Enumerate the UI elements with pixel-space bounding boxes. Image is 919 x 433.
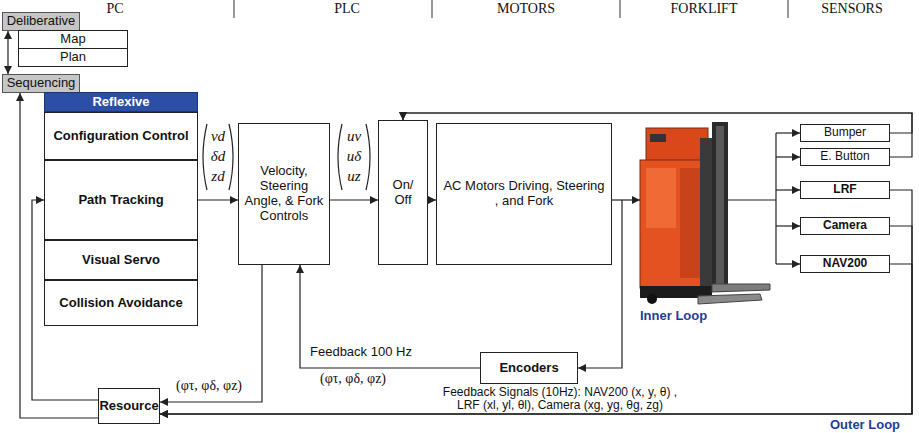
forklift-handle [650,134,666,142]
vector-bracket [203,124,207,190]
column-header: FORKLIFT [671,1,738,17]
behavior-box: Path Tracking [44,160,198,240]
node-text: Sequencing [7,76,76,91]
behavior-box: Visual Servo [44,240,198,280]
connector-arrow [300,265,480,368]
forklift-fork [712,284,770,292]
switch-box: On/ Off [378,120,428,265]
motor-box: AC Motors Driving, Steering , and Fork [436,123,612,265]
forklift-illustration [640,122,770,304]
sensor-arrow [776,156,800,157]
forklift-panel [646,168,676,228]
column-header: SENSORS [821,1,882,17]
sensor-box: Camera [800,217,890,235]
node-text: On/ Off [383,178,423,208]
forklift-cabinet [646,128,708,162]
forklift-fork [698,294,762,304]
column-separator [432,0,433,18]
signal-name: uδ [347,148,361,164]
signal-name: (φτ, φδ, φz) [176,378,242,394]
node-text: Plan [60,50,86,65]
resource-box: Resource [98,388,160,424]
item-box: Map [18,30,128,49]
connector-arrow [330,199,378,200]
sensor-arrow [776,189,800,190]
forklift-backrest [700,138,712,288]
sensor-box: Bumper [800,124,890,142]
connectors [8,31,912,418]
signal-name: vd [211,128,225,144]
signal-name: zd [211,168,224,184]
layer-box: Deliberative [2,12,80,31]
connector-arrow [428,199,436,200]
sensor-box: E. Button [800,148,890,166]
signal-name: δd [211,148,225,164]
node-text: Deliberative [7,14,76,29]
feedback-label: Feedback 100 Hz [310,344,412,359]
loop-label: Inner Loop [640,308,707,323]
sensor-arrow [776,225,800,226]
node-text: Map [60,32,85,47]
node-text: Reflexive [92,95,149,110]
column-header: PLC [334,1,360,17]
node-text: Bumper [824,126,866,140]
node-text: LRF [833,183,856,197]
column-separator [234,0,235,18]
column-header: MOTORS [497,1,555,17]
node-text: Encoders [499,361,558,376]
node-text: NAV200 [823,257,867,271]
node-text: E. Button [820,150,869,164]
vector-bracket [366,124,370,190]
node-text: Path Tracking [78,193,163,208]
behavior-box: Configuration Control [44,112,198,160]
column-separator [620,0,621,18]
vector-bracket [229,124,233,190]
node-text: Velocity, Steering Angle, & Fork Control… [243,164,325,224]
node-text: Configuration Control [53,129,188,144]
signal-name: uz [347,168,360,184]
connector-arrow [160,264,912,414]
sensor-arrow [776,263,800,264]
sensor-arrow [776,132,800,133]
layer-box: Sequencing [2,74,80,93]
sensor-bus-wire [728,199,776,200]
encoder-box: Encoders [480,352,578,384]
sensor-box: LRF [800,181,890,199]
signal-name: uv [347,128,361,144]
connector-arrow [198,199,238,200]
connector-arrow [7,31,8,74]
node-text: Visual Servo [82,253,160,268]
loop-label: Outer Loop [830,417,900,432]
forklift-mast-rail [716,126,724,286]
item-box: Plan [18,48,128,67]
node-text: Resource [99,399,158,414]
sensor-bus-wire [775,133,776,264]
forklift-wheel [647,294,657,304]
column-separator [788,0,789,18]
node-text: Collision Avoidance [59,296,182,311]
layer-header: Reflexive [44,92,198,112]
column-header: PC [106,1,123,17]
feedback-label: Feedback Signals (10Hz): NAV200 (x, y, θ… [434,386,686,412]
column-separators [234,0,788,18]
controller-box: Velocity, Steering Angle, & Fork Control… [238,123,330,265]
vector-bracket [338,124,342,190]
node-text: AC Motors Driving, Steering , and Fork [441,179,607,209]
forklift-mast [712,122,728,292]
sensor-box: NAV200 [800,255,890,273]
drive-arrow [612,199,640,200]
behavior-box: Collision Avoidance [44,280,198,326]
node-text: Camera [823,219,867,233]
signal-name: (φτ, φδ, φz) [320,371,386,387]
